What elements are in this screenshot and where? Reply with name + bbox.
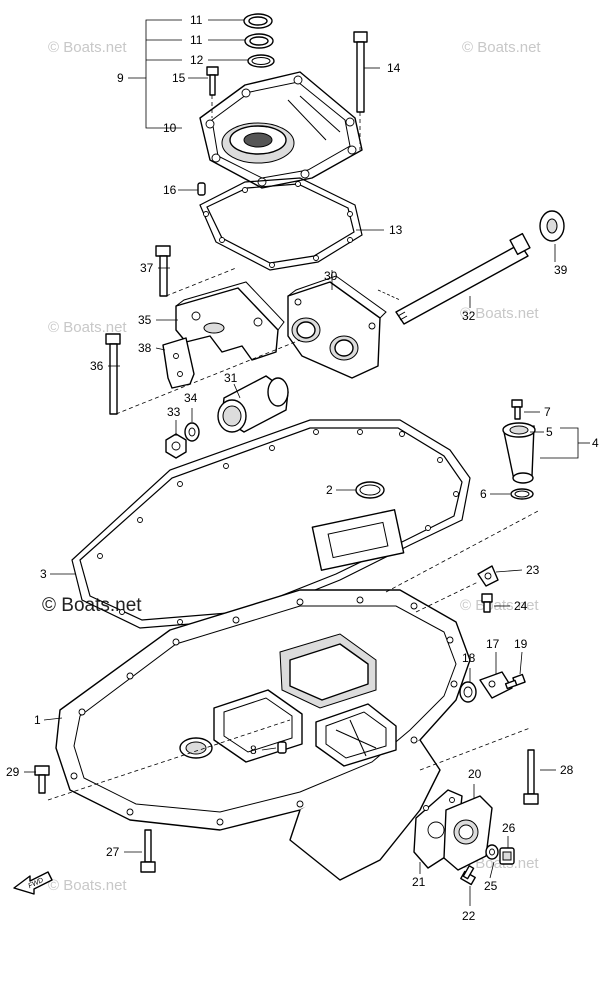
bolt-27 <box>140 829 156 873</box>
callout-38: 38 <box>138 341 152 355</box>
callout-19: 19 <box>514 637 528 651</box>
callout-28: 28 <box>560 763 574 777</box>
washer-34 <box>184 422 200 442</box>
callout-5: 5 <box>546 425 553 439</box>
callout-16: 16 <box>163 183 177 197</box>
watermark-bottom-left: © Boats.net <box>48 877 127 894</box>
bolt-28 <box>523 749 539 805</box>
callout-4: 4 <box>592 436 599 450</box>
bolt-22 <box>460 865 476 886</box>
bracket-35 <box>175 281 285 361</box>
cover-17 <box>479 671 513 699</box>
callout-22: 22 <box>462 909 476 923</box>
sensor-23 <box>477 565 499 587</box>
seal-11-upper <box>243 13 273 29</box>
gasket-13 <box>199 177 363 271</box>
plug-26 <box>499 847 515 865</box>
callout-37: 37 <box>140 261 154 275</box>
callout-11-lower: 11 <box>190 33 203 47</box>
callout-36: 36 <box>90 359 104 373</box>
long-bolt-36 <box>105 333 121 415</box>
sleeve-31 <box>217 375 289 433</box>
callout-35: 35 <box>138 313 152 327</box>
oil-pan-1 <box>55 589 471 881</box>
bolt-15 <box>206 66 219 96</box>
bolt-29 <box>34 765 50 794</box>
leader-lines <box>24 19 590 906</box>
plate-38 <box>162 337 195 389</box>
gasket-18 <box>459 681 477 703</box>
o-ring-6 <box>510 488 534 500</box>
callout-34: 34 <box>184 391 198 405</box>
fwd-arrow-icon: FWD <box>13 871 53 895</box>
shaft-32 <box>395 232 531 325</box>
callout-24: 24 <box>514 599 528 613</box>
callout-9: 9 <box>117 71 124 85</box>
callout-2: 2 <box>326 483 333 497</box>
callout-11-upper: 11 <box>190 13 203 27</box>
callout-33: 33 <box>167 405 181 419</box>
watermark-lower-right: © Boats.net <box>460 597 539 614</box>
callout-18: 18 <box>462 651 476 665</box>
callout-27: 27 <box>106 845 120 859</box>
callout-15: 15 <box>172 71 186 85</box>
bolt-37 <box>155 245 171 297</box>
callout-3: 3 <box>40 567 47 581</box>
callout-13: 13 <box>389 223 403 237</box>
o-ring-2 <box>355 481 385 499</box>
watermark-top-right: © Boats.net <box>462 39 541 56</box>
pipe-5 <box>502 422 536 484</box>
callout-10: 10 <box>163 121 177 135</box>
watermark-top-left: © Boats.net <box>48 39 127 56</box>
o-ring-12 <box>247 54 275 68</box>
washer-39 <box>539 210 565 242</box>
callout-14: 14 <box>387 61 401 75</box>
callout-12: 12 <box>190 53 204 67</box>
oil-pan-gasket-3 <box>71 419 471 629</box>
housing-30 <box>287 275 387 379</box>
callout-30: 30 <box>324 269 338 283</box>
callout-21: 21 <box>412 875 426 889</box>
bolt-24 <box>481 593 493 613</box>
dowel-8 <box>277 741 287 754</box>
long-bolt-14 <box>353 31 368 113</box>
plate-20 <box>443 795 493 871</box>
callout-6: 6 <box>480 487 487 501</box>
dowel-16 <box>197 182 206 196</box>
callout-8: 8 <box>250 743 257 757</box>
seal-11-lower <box>244 33 274 49</box>
callout-17: 17 <box>486 637 500 651</box>
nut-33 <box>165 433 187 459</box>
callout-32: 32 <box>462 309 476 323</box>
callout-29: 29 <box>6 765 20 779</box>
callout-26: 26 <box>502 821 516 835</box>
cover-10 <box>199 71 363 189</box>
callout-7: 7 <box>544 405 551 419</box>
washer-25 <box>485 844 499 860</box>
callout-1: 1 <box>34 713 41 727</box>
callout-25: 25 <box>484 879 498 893</box>
callout-23: 23 <box>526 563 540 577</box>
callout-labels: 11 11 12 9 15 14 10 16 13 39 37 30 32 35… <box>6 13 599 923</box>
callout-39: 39 <box>554 263 568 277</box>
bolt-19 <box>504 673 526 690</box>
bolt-7 <box>511 399 523 420</box>
watermark-mid-right: © Boats.net <box>460 305 539 322</box>
callout-31: 31 <box>224 371 238 385</box>
watermark-mid-left: © Boats.net <box>48 319 127 336</box>
callout-20: 20 <box>468 767 482 781</box>
